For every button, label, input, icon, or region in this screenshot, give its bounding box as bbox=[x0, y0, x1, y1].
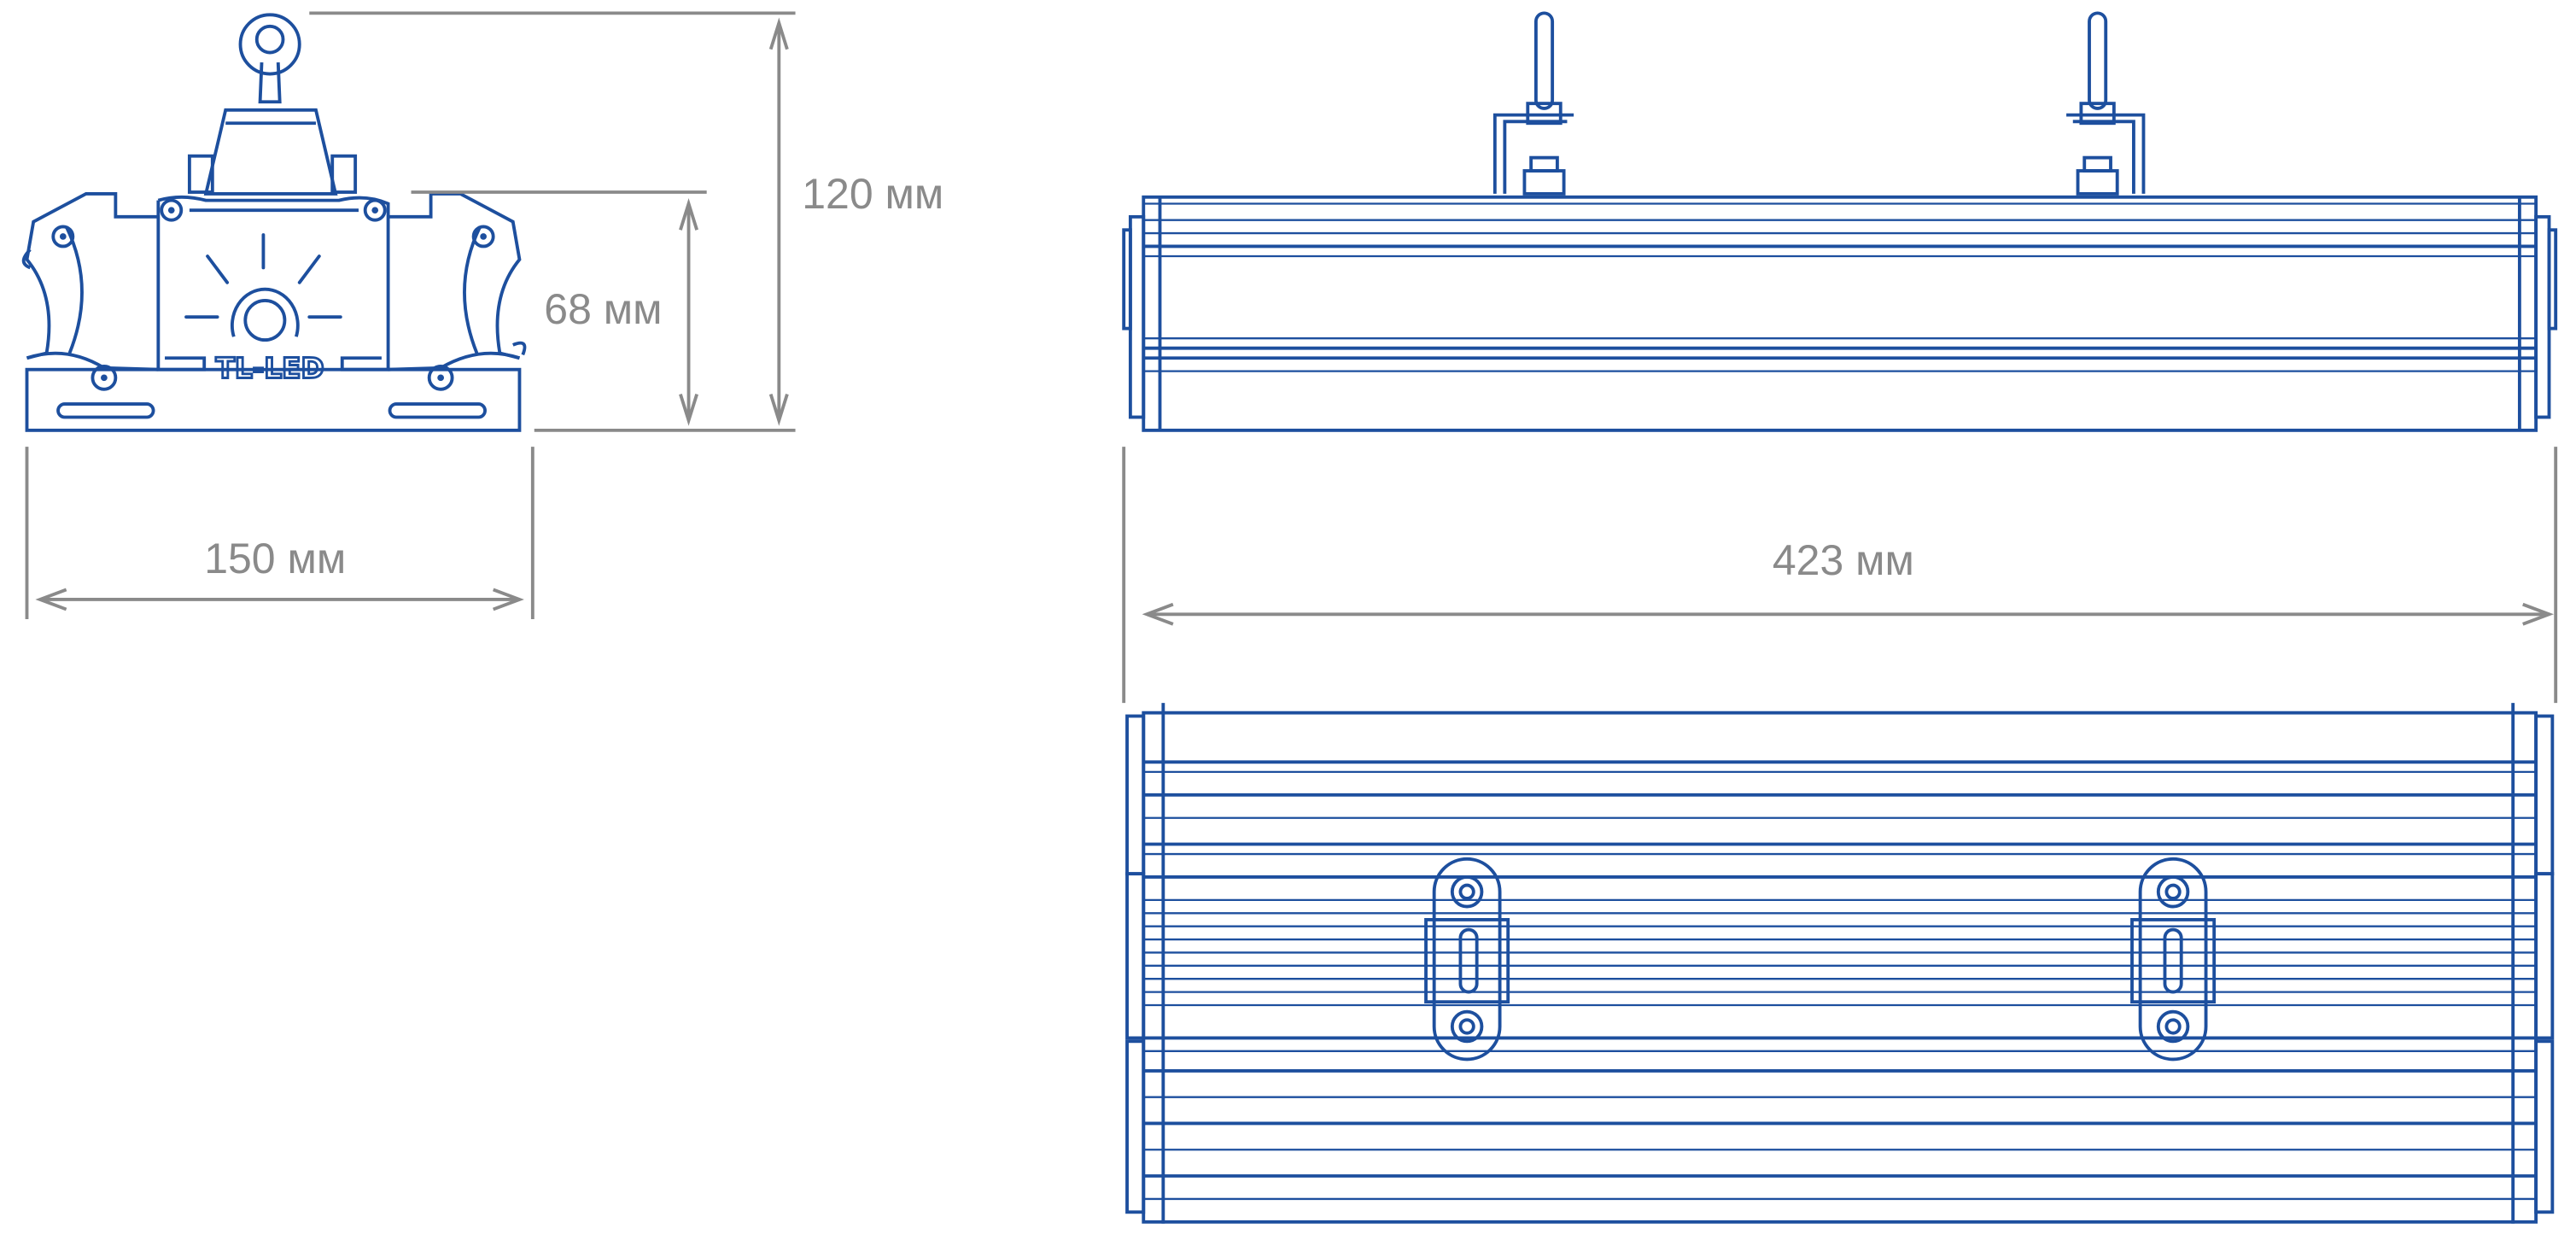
dimension-width: 150 мм bbox=[25, 447, 534, 620]
side-view bbox=[1122, 11, 2558, 432]
hanger-left bbox=[1492, 11, 1574, 196]
dimension-label-150: 150 мм bbox=[204, 535, 346, 582]
dimension-label-68: 68 мм bbox=[544, 285, 662, 333]
hanger-right bbox=[2066, 11, 2146, 196]
mounting-bracket-left bbox=[1424, 857, 1510, 1062]
dimension-label-423: 423 мм bbox=[1773, 536, 1914, 584]
mounting-bracket-right bbox=[2130, 857, 2217, 1062]
dimension-length: 423 мм bbox=[1122, 447, 2558, 704]
bottom-view bbox=[1125, 703, 2555, 1224]
fin-lines bbox=[1143, 760, 2537, 1201]
dimension-label-120: 120 мм bbox=[802, 170, 943, 218]
dimension-total-height: 120 мм bbox=[309, 11, 943, 432]
front-view: TL-LED bbox=[21, 13, 527, 432]
dimension-body-height: 68 мм bbox=[411, 190, 707, 426]
